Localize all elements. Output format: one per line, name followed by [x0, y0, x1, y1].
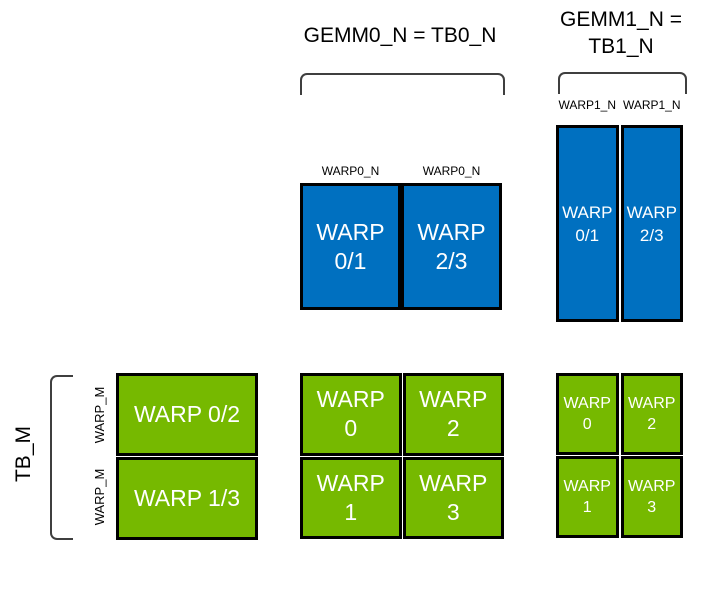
tb-warp-0-2-tile: WARP 0/2: [116, 373, 258, 456]
tb-m-bracket: [50, 375, 73, 540]
tile-label-line2: 2: [647, 416, 657, 433]
gemm1-n-header-line2: TB1_N: [588, 35, 654, 58]
tile-label-line2: 1: [582, 499, 592, 516]
gemm1-warp-3-tile: WARP 3: [620, 456, 683, 538]
gemm1-warp-2-tile: WARP 2: [620, 373, 683, 455]
gemm1-col-labels: WARP1_N WARP1_N: [556, 98, 683, 112]
tile-label: WARP 1/3: [133, 485, 241, 511]
warp1-n-label-right: WARP1_N: [622, 98, 681, 112]
tile-label-line2: 3: [446, 498, 460, 525]
tile-label-line2: 2/3: [435, 247, 468, 274]
tile-label-line1: WARP: [316, 469, 385, 496]
gemm1-accumulator-tiles: WARP 0/1 WARP 2/3: [556, 125, 683, 322]
tile-label: WARP 0/2: [133, 401, 241, 427]
warp0-n-label-left: WARP0_N: [321, 164, 380, 178]
gemm0-warp-grid: WARP 0 WARP 2 WARP 1 WARP 3: [300, 373, 504, 539]
gemm0-accumulator-tiles: WARP 0/1 WARP 2/3: [300, 183, 502, 310]
tile-label-line1: WARP: [316, 218, 385, 245]
tile-label-line1: WARP: [419, 469, 488, 496]
tile-label-line2: 0/1: [334, 247, 367, 274]
tb-m-label: TB_M: [12, 426, 35, 483]
gemm1-warp-2-3-tile: WARP 2/3: [620, 125, 683, 322]
gemm0-warp-2-tile: WARP 2: [402, 373, 504, 456]
tile-label-line1: WARP: [562, 202, 613, 222]
tile-label-line2: 0: [344, 415, 358, 442]
tile-label-line1: WARP: [417, 218, 486, 245]
tile-label-line1: WARP: [628, 395, 676, 412]
gemm0-n-header: GEMM0_N = TB0_N: [303, 24, 497, 47]
tb-warp-1-3-tile: WARP 1/3: [116, 457, 258, 540]
warp1-n-label-left: WARP1_N: [558, 98, 617, 112]
gemm0-warp-1-tile: WARP 1: [300, 456, 402, 539]
warp-m-label-top: WARP_M: [92, 386, 107, 444]
gemm1-n-header-line1: GEMM1_N =: [560, 8, 682, 31]
tile-label-line2: 2: [446, 415, 460, 442]
tile-label-line2: 0: [582, 416, 592, 433]
gemm0-n-bracket: [300, 73, 505, 95]
gemm1-warp-0-tile: WARP 0: [556, 373, 619, 455]
gemm0-warp-0-1-tile: WARP 0/1: [300, 183, 401, 310]
tile-label-line2: 1: [344, 498, 358, 525]
tile-label-line1: WARP: [563, 478, 611, 495]
tile-label-line2: 3: [647, 499, 657, 516]
warp0-n-label-right: WARP0_N: [422, 164, 481, 178]
tile-label-line2: 2/3: [639, 225, 664, 245]
gemm1-n-bracket: [558, 72, 687, 94]
gemm1-n-header: GEMM1_N = TB1_N: [553, 6, 689, 60]
tile-label-line1: WARP: [419, 386, 488, 413]
tile-label-line1: WARP: [316, 386, 385, 413]
gemm0-col-labels: WARP0_N WARP0_N: [300, 164, 502, 178]
gemm1-warp-0-1-tile: WARP 0/1: [556, 125, 619, 322]
tile-label-line2: 0/1: [575, 225, 600, 245]
gemm0-warp-0-tile: WARP 0: [300, 373, 402, 456]
tile-label-line1: WARP: [628, 478, 676, 495]
gemm1-warp-grid: WARP 0 WARP 2 WARP 1 WARP 3: [556, 373, 683, 538]
warp-m-label-bottom: WARP_M: [92, 468, 107, 526]
tile-label-line1: WARP: [626, 202, 677, 222]
gemm0-warp-2-3-tile: WARP 2/3: [401, 183, 502, 310]
gemm0-warp-3-tile: WARP 3: [402, 456, 504, 539]
tb-tile-rows: WARP 0/2 WARP 1/3: [116, 373, 258, 540]
gemm1-warp-1-tile: WARP 1: [556, 456, 619, 538]
tile-label-line1: WARP: [563, 395, 611, 412]
